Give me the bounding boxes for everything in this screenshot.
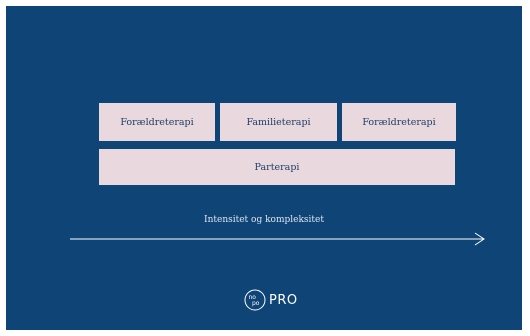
logo-text: PRO — [269, 292, 298, 308]
intensity-arrow — [70, 232, 485, 246]
logo: no po PRO — [244, 289, 298, 311]
axis-label: Intensitet og kompleksitet — [204, 215, 324, 225]
nopo-logo-icon: no po — [244, 289, 266, 311]
slide: Forældreterapi Familieterapi Forældreter… — [6, 6, 522, 330]
box-parterapi: Parterapi — [99, 149, 455, 185]
box-label: Forældreterapi — [120, 116, 194, 128]
box-foraeldreterapi-right: Forældreterapi — [342, 103, 456, 141]
box-foraeldreterapi-left: Forældreterapi — [99, 103, 215, 141]
box-label: Forældreterapi — [362, 116, 436, 128]
box-label: Parterapi — [254, 161, 300, 173]
box-label: Familieterapi — [246, 116, 311, 128]
svg-text:no: no — [249, 294, 257, 301]
svg-text:po: po — [252, 300, 260, 307]
box-familieterapi: Familieterapi — [220, 103, 337, 141]
